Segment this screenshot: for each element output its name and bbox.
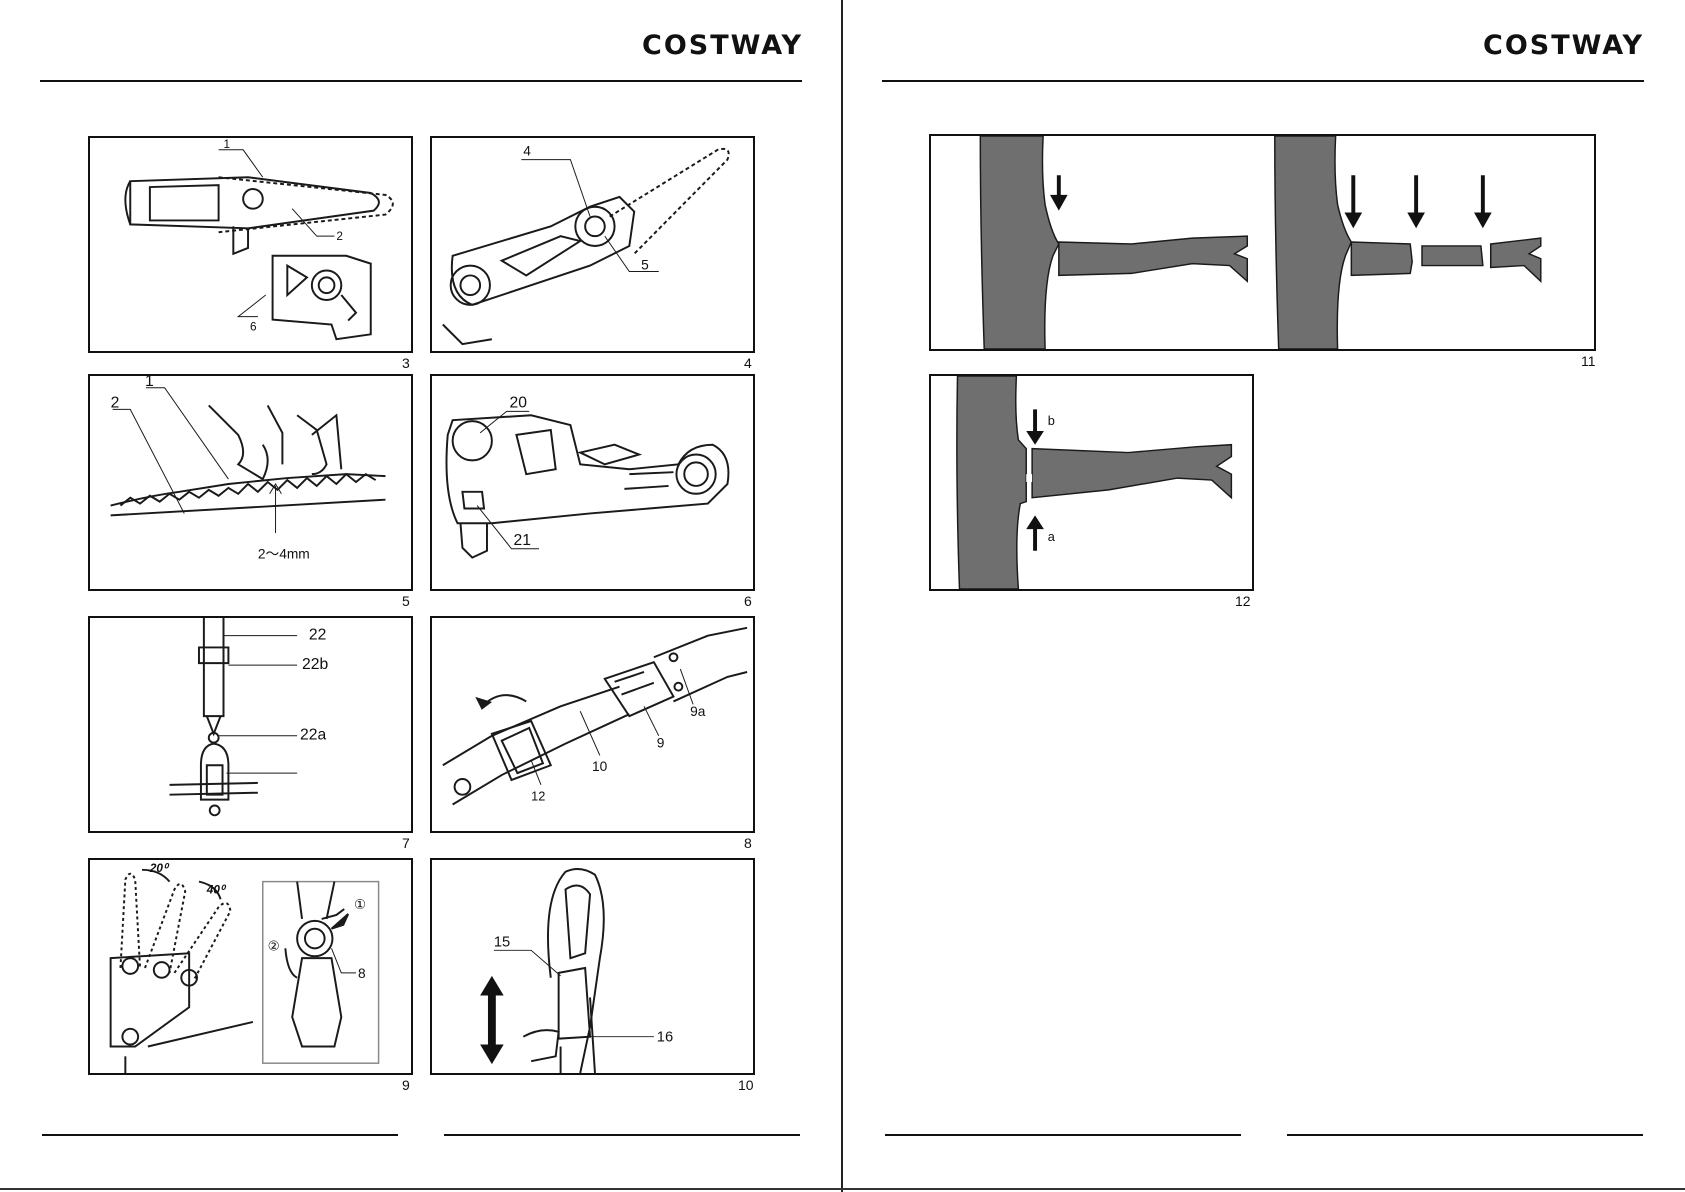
callout-1: 1 <box>145 376 154 390</box>
figure-7-shoulder-strap: 22 22b 22a <box>88 616 413 833</box>
angle-20: 20⁰ <box>149 862 170 875</box>
callout-15: 15 <box>494 934 510 950</box>
callout-b: b <box>1048 413 1055 428</box>
callout-22a: 22a <box>300 727 326 744</box>
callout-6: 6 <box>250 320 257 333</box>
callout-20: 20 <box>510 394 528 411</box>
figure-number: 3 <box>402 355 410 371</box>
callout-12: 12 <box>531 789 545 804</box>
gap-measurement: 2～4mm <box>258 547 310 562</box>
callout-22: 22 <box>309 627 326 644</box>
figure-9-illustration: 8 ① ② 20⁰ 40⁰ <box>90 860 411 1073</box>
figure-number: 12 <box>1235 593 1251 609</box>
step-2-marker: ② <box>268 938 280 953</box>
figure-number: 6 <box>744 593 752 609</box>
callout-22b: 22b <box>302 656 328 673</box>
left-page: COSTWAY 1 2 6 <box>0 0 842 1192</box>
callout-a: a <box>1048 529 1056 544</box>
callout-2: 2 <box>336 230 343 243</box>
figure-number: 11 <box>1581 353 1596 369</box>
callout-21: 21 <box>513 532 530 549</box>
figure-number: 5 <box>402 593 410 609</box>
callout-9: 9 <box>657 736 665 751</box>
figure-7-illustration: 22 22b 22a <box>90 618 411 831</box>
figure-number: 8 <box>744 835 752 851</box>
figure-6-oil-and-lock-button: 20 21 <box>430 374 755 591</box>
callout-5: 5 <box>641 258 649 273</box>
callout-1: 1 <box>224 138 231 151</box>
figure-9-head-angle-adjustment: 8 ① ② 20⁰ 40⁰ <box>88 858 413 1075</box>
figure-5-chain-tension-check: 1 2 2～4mm <box>88 374 413 591</box>
header-rule <box>882 80 1644 82</box>
figure-number: 10 <box>738 1077 754 1093</box>
page-bottom-edge <box>0 1188 1685 1190</box>
callout-16: 16 <box>657 1030 673 1046</box>
figure-8-telescopic-pole: 9a 9 10 12 <box>430 616 755 833</box>
callout-4: 4 <box>523 144 531 159</box>
right-page: COSTWAY 11 <box>843 0 1685 1192</box>
figure-3-chain-bar-assembly: 1 2 6 <box>88 136 413 353</box>
footer-rule-left <box>42 1134 398 1136</box>
figure-4-illustration: 4 5 <box>432 138 753 351</box>
figure-3-illustration: 1 2 6 <box>90 138 411 351</box>
figure-10-battery-insertion: 15 16 <box>430 858 755 1075</box>
step-1-marker: ① <box>354 897 366 912</box>
figure-5-illustration: 1 2 2～4mm <box>90 376 411 589</box>
footer-rule-left <box>885 1134 1241 1136</box>
figure-10-illustration: 15 16 <box>432 860 753 1073</box>
figure-4-chain-cover-knob: 4 5 <box>430 136 755 353</box>
callout-9a: 9a <box>690 704 706 719</box>
figure-number: 4 <box>744 355 752 371</box>
figure-11-illustration <box>931 136 1594 349</box>
callout-8: 8 <box>358 966 366 981</box>
figure-number: 7 <box>402 835 410 851</box>
figure-11-branch-cutting-sequence <box>929 134 1596 351</box>
callout-2: 2 <box>111 394 120 411</box>
figure-number: 9 <box>402 1077 410 1093</box>
brand-logo: COSTWAY <box>1483 30 1644 61</box>
callout-10: 10 <box>592 759 608 774</box>
figure-12-undercut-technique: b a <box>929 374 1254 591</box>
header-rule <box>40 80 802 82</box>
figure-12-illustration: b a <box>931 376 1252 589</box>
footer-rule-right <box>1287 1134 1643 1136</box>
brand-logo: COSTWAY <box>642 30 803 61</box>
figure-6-illustration: 20 21 <box>432 376 753 589</box>
footer-rule-right <box>444 1134 800 1136</box>
angle-40: 40⁰ <box>206 883 227 896</box>
figure-8-illustration: 9a 9 10 12 <box>432 618 753 831</box>
